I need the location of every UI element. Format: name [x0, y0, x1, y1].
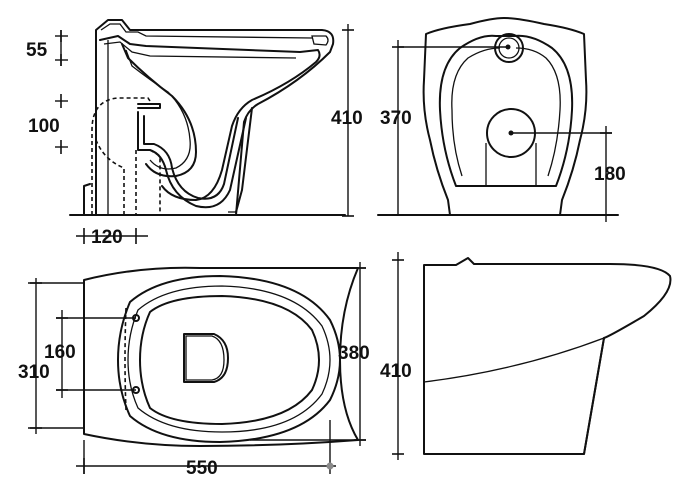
dim-310-label: 310	[18, 362, 50, 383]
dim-410-rear-label: 410	[380, 361, 412, 382]
dim-180-label: 180	[594, 164, 626, 185]
top-plan-view: 160 310 380 550	[18, 262, 370, 479]
dim-100-label: 100	[28, 116, 60, 137]
dim-55-label: 55	[26, 40, 48, 61]
dim-120-label: 120	[91, 227, 123, 248]
side-elevation-view: 410	[380, 252, 672, 460]
front-view: 370 180	[377, 17, 626, 222]
dim-160-label: 160	[44, 342, 76, 363]
dim-410-side-label: 410	[331, 108, 363, 129]
dim-550-label: 550	[186, 458, 218, 479]
side-section-view: 55 100 410 120	[26, 19, 363, 248]
dim-380-label: 380	[338, 343, 370, 364]
dim-370-label: 370	[380, 108, 412, 129]
